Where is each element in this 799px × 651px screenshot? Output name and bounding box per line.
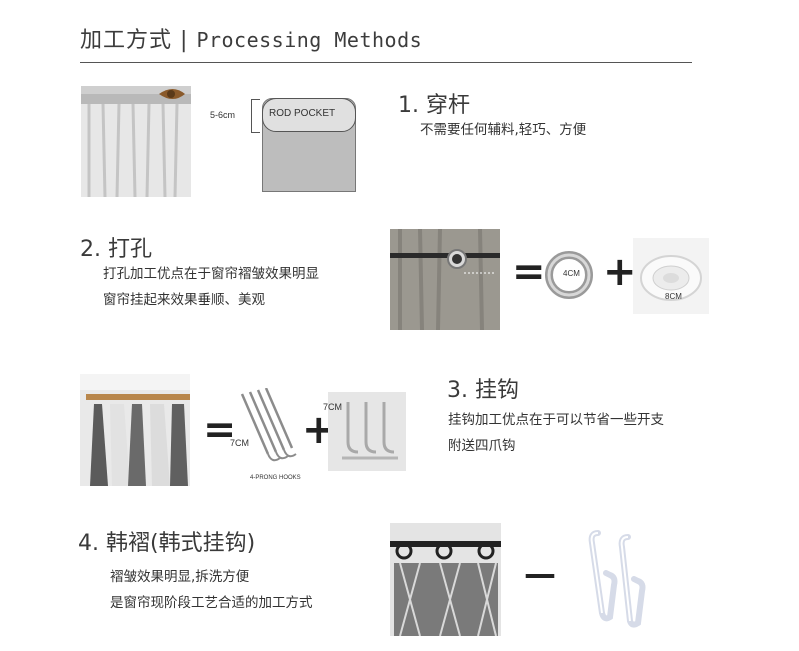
four-prong-hooks-photo: [232, 388, 304, 480]
tape-width-label: 8CM: [665, 292, 682, 301]
hook-length-label: 7CM: [230, 438, 250, 448]
curtain-tape-photo: [633, 238, 709, 314]
page-title: 加工方式 | Processing Methods: [80, 22, 422, 54]
pocket-height-label: 5-6cm: [210, 110, 236, 120]
page-title-cn: 加工方式: [80, 28, 173, 53]
section-4-title: 4. 韩褶(韩式挂钩): [78, 531, 256, 556]
rod-pocket-label: ROD POCKET: [269, 108, 336, 119]
clip-length-label: 7CM: [323, 402, 343, 412]
clip-hooks-photo: [328, 392, 406, 471]
title-underline: [80, 62, 692, 63]
section-3-line-2: 附送四爪钩: [448, 438, 516, 454]
plus-sign: +: [603, 249, 637, 295]
four-prong-caption: 4-PRONG HOOKS: [250, 475, 301, 481]
section-3-title: 3. 挂钩: [447, 378, 519, 403]
equals-sign-2: =: [203, 407, 237, 453]
equals-sign: =: [512, 249, 546, 295]
section-1-title: 1. 穿杆: [398, 93, 470, 118]
title-divider: |: [180, 28, 189, 53]
ring-size-label: 4CM: [563, 269, 580, 278]
section-2-title: 2. 打孔: [80, 237, 152, 262]
rod-pocket-band: [262, 98, 356, 132]
section-3-line-1: 挂钩加工优点在于可以节省一些开支: [448, 412, 664, 428]
section-2-line-1: 打孔加工优点在于窗帘褶皱效果明显: [103, 266, 319, 282]
korean-hook-icon: [580, 525, 660, 630]
pocket-height-bracket: [251, 99, 260, 133]
grommet-curtain-photo: [390, 229, 500, 330]
dash-sign: —: [524, 555, 556, 593]
page-title-en: Processing Methods: [196, 28, 423, 52]
section-4-line-1: 褶皱效果明显,拆洗方便: [110, 569, 250, 585]
rod-pocket-curtain-photo: [81, 86, 191, 197]
section-4-line-2: 是窗帘现阶段工艺合适的加工方式: [110, 595, 313, 611]
hook-curtain-photo: [80, 374, 190, 486]
korean-pleat-curtain-photo: [390, 523, 501, 636]
section-2-line-2: 窗帘挂起来效果垂顺、美观: [103, 292, 265, 308]
section-1-line-1: 不需要任何辅料,轻巧、方便: [420, 122, 587, 138]
grommet-ring-icon: [544, 250, 594, 300]
